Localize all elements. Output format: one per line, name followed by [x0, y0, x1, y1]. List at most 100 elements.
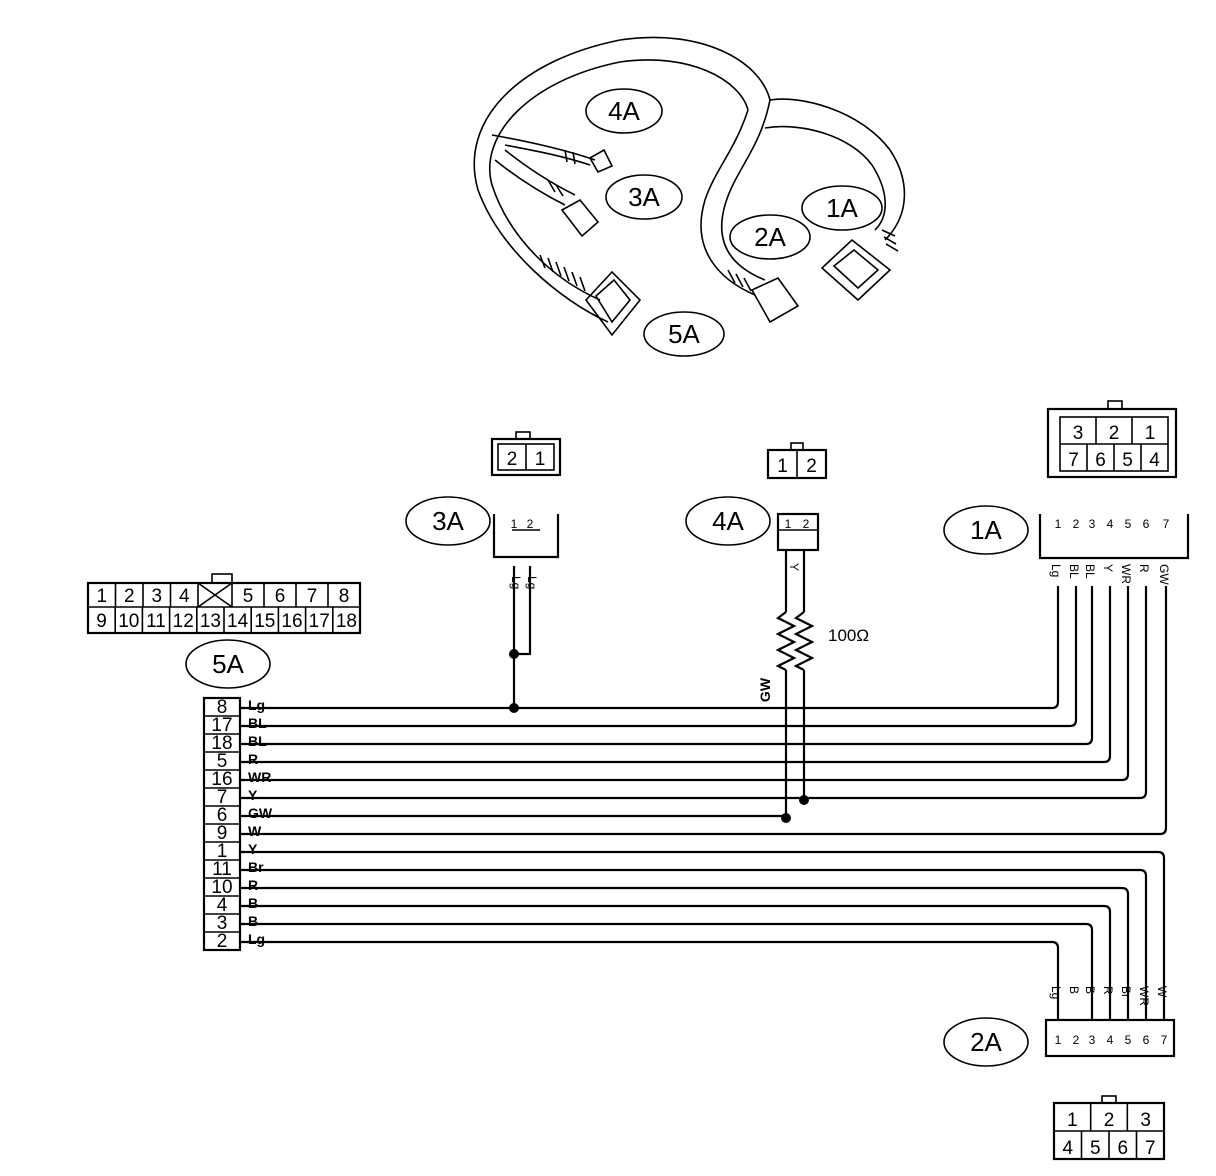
connector-5a-pin: 9	[217, 823, 228, 844]
face5a-top-cavity: 3	[151, 586, 162, 607]
wire-color-code: Y	[248, 787, 258, 803]
connector-5a-pin: 1	[217, 841, 228, 862]
pin-4a: 1	[785, 517, 792, 531]
wire-color-code: GW	[248, 805, 273, 821]
face5a-top-cavity: 5	[243, 586, 254, 607]
face2a-bottom-cavity: 5	[1090, 1138, 1101, 1159]
pin-2a: 3	[1089, 1033, 1096, 1047]
face5a-bottom-cavity: 11	[146, 611, 166, 632]
connector-5a-pin: 4	[217, 895, 228, 916]
bubble-2a-harness	[729, 214, 811, 260]
face1a-top-cavity: 3	[1073, 423, 1084, 444]
wire-bl	[240, 586, 1078, 728]
bubble-2a-label: 2A	[970, 1027, 1002, 1057]
face2a-bottom-cavity: 4	[1062, 1138, 1073, 1159]
wire-1a-code: GW	[1157, 564, 1171, 585]
wire-4a-code: Y	[787, 563, 801, 571]
bubble-4a-label: 4A	[712, 506, 744, 536]
face5a-top-cavity: 2	[124, 586, 135, 607]
bubble-3a	[405, 496, 491, 546]
face2a-bottom-cavity: 7	[1145, 1138, 1156, 1159]
face5a-bottom-cavity: 13	[200, 611, 221, 632]
wire-color-code: WR	[248, 769, 271, 785]
wire-1a-code: BL	[1083, 564, 1097, 579]
wire-wr	[240, 586, 1130, 782]
face5a-top-cavity: 4	[179, 586, 190, 607]
splices	[509, 649, 809, 823]
wire-lg	[240, 940, 1060, 1020]
pin-1a: 1	[1055, 517, 1062, 531]
face3a-cavity: 1	[535, 449, 546, 470]
wire-r	[240, 886, 1130, 1020]
pin-1a: 7	[1163, 517, 1170, 531]
wire-2a-code: B	[1067, 986, 1081, 994]
wire-3a-code: Lg	[525, 576, 539, 589]
face5a-bottom-cavity: 16	[281, 611, 302, 632]
connector-5a-pin: 3	[217, 913, 228, 934]
face5a-bottom-cavity: 18	[336, 611, 357, 632]
pin-1a: 3	[1089, 517, 1096, 531]
wire-2a-code: Lg	[1049, 986, 1063, 999]
face4a-cavity: 2	[806, 456, 817, 477]
wire-y	[240, 586, 1148, 800]
face4a-cavity: 1	[777, 456, 788, 477]
wire-2a-code: B	[1083, 986, 1097, 994]
face1a-top-cavity: 1	[1145, 423, 1156, 444]
connector-4a-body	[776, 512, 820, 552]
connector-5a-pin: 6	[217, 805, 228, 826]
wire-r	[240, 586, 1112, 764]
face1a-bottom-cavity: 6	[1095, 450, 1106, 471]
wire-bl	[240, 586, 1094, 746]
wire-color-code: Lg	[248, 697, 265, 713]
wire-2a-code: Br	[1119, 986, 1133, 998]
face1a-bottom-cavity: 7	[1068, 450, 1079, 471]
face5a-top-cavity: 7	[307, 586, 318, 607]
wire-w	[240, 586, 1168, 836]
face2a-top-cavity: 1	[1067, 1110, 1078, 1131]
pin-1a: 2	[1073, 517, 1080, 531]
wire-2a-code: W	[1155, 986, 1169, 998]
splice-3a-main	[509, 703, 519, 713]
wire-color-code: BL	[248, 733, 267, 749]
face2a-top-cavity: 3	[1140, 1110, 1151, 1131]
wire-br	[240, 868, 1148, 1020]
wire-color-code: Lg	[248, 931, 265, 947]
wire-3a-code: Lg	[509, 576, 523, 589]
pin-1a: 4	[1107, 517, 1114, 531]
face5a-top-cavity: 6	[275, 586, 286, 607]
face5a-bottom-cavity: 9	[96, 611, 107, 632]
pin-1a: 6	[1143, 517, 1150, 531]
wires	[240, 550, 1168, 1020]
pin-3a: 2	[527, 517, 534, 531]
wire-1a-code: Lg	[1049, 564, 1063, 577]
wire-color-code: R	[248, 877, 258, 893]
bubble-1a-harness-label: 1A	[826, 193, 858, 223]
wire-color-code: R	[248, 751, 258, 767]
wire-b	[240, 922, 1094, 1020]
bubble-5a-harness-label: 5A	[668, 319, 700, 349]
connector-5a-pin: 11	[212, 859, 232, 880]
face5a-bottom-cavity: 12	[173, 611, 194, 632]
face2a-bottom-cavity: 6	[1117, 1138, 1128, 1159]
pin-2a: 2	[1073, 1033, 1080, 1047]
bubble-4a-harness	[585, 88, 663, 134]
resistor-value-label: 100Ω	[828, 626, 869, 645]
connector-5a-pin: 5	[217, 751, 228, 772]
face3a-cavity: 2	[507, 449, 518, 470]
face5a-bottom-cavity: 15	[254, 611, 275, 632]
face1a-bottom-cavity: 4	[1149, 450, 1160, 471]
bubble-1a	[943, 505, 1029, 555]
connector-5a-pin: 8	[217, 697, 228, 718]
harness-illustration	[473, 36, 906, 337]
bubble-1a-label: 1A	[970, 515, 1002, 545]
pin-1a: 5	[1125, 517, 1132, 531]
face1a-bottom-cavity: 5	[1122, 450, 1133, 471]
bubble-5a	[185, 639, 271, 689]
bubble-4a	[685, 496, 771, 546]
wire-1a-code: BL	[1067, 564, 1081, 579]
wire-1a-code: Y	[1101, 564, 1115, 572]
